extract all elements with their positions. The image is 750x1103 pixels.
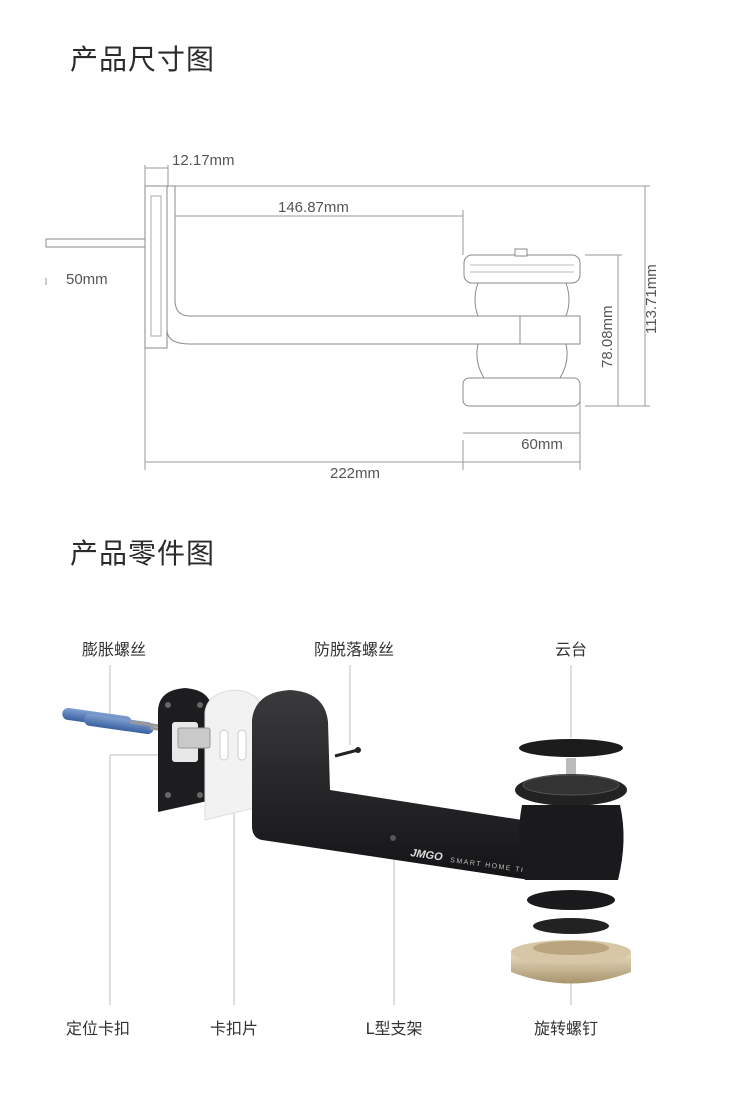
label-locating-clip: 定位卡扣 (66, 1019, 130, 1038)
label-expansion-screw: 膨胀螺丝 (82, 640, 146, 659)
gimbal-ball-art (519, 805, 624, 880)
gimbal-ball-outline (474, 282, 570, 317)
l-bracket-art (252, 690, 535, 880)
label-gimbal: 云台 (555, 640, 587, 659)
dimension-drawing: 12.17mm 146.87mm 50mm 60mm 222mm 78.08mm… (45, 152, 660, 482)
dim-label-146-87: 146.87mm (278, 199, 349, 216)
anti-drop-screw-art (334, 748, 359, 758)
dim-label-78-08: 78.08mm (599, 305, 616, 368)
gimbal-plate-art (519, 739, 623, 757)
dim-label-12-17: 12.17mm (172, 152, 235, 169)
label-rotating-screw: 旋转螺钉 (534, 1019, 598, 1038)
label-anti-drop-screw: 防脱落螺丝 (314, 640, 394, 659)
dim-label-222: 222mm (330, 465, 380, 482)
dim-label-50: 50mm (66, 271, 108, 288)
parts-title: 产品零件图 (70, 537, 216, 570)
label-clip-plate: 卡扣片 (210, 1019, 258, 1038)
dim-label-113-71: 113.71mm (643, 264, 660, 334)
label-l-bracket: L型支架 (366, 1019, 423, 1038)
knob-outline (462, 377, 581, 407)
dimensions-title: 产品尺寸图 (70, 43, 216, 76)
brand-logo: JMGO (410, 847, 444, 863)
dim-label-60: 60mm (521, 436, 563, 453)
